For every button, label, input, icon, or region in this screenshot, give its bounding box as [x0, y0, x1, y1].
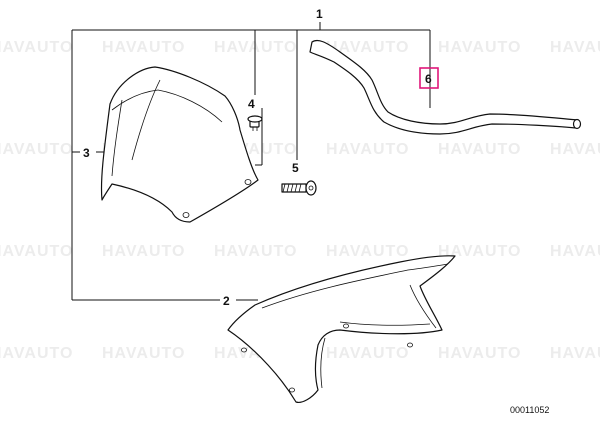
callout-2[interactable]: 2	[223, 294, 230, 308]
watermark-text: HAVAUTO	[326, 39, 409, 56]
watermark-text: HAVAUTO	[0, 345, 73, 362]
watermark-text: HAVAUTO	[326, 141, 409, 158]
watermark-text: HAVAUTO	[0, 243, 73, 260]
watermark-text: HAVAUTO	[102, 345, 185, 362]
watermark-text: HAVAUTO	[102, 39, 185, 56]
watermark-text: HAVAUTO	[214, 243, 297, 260]
watermark-text: HAVAUTO	[550, 141, 600, 158]
windscreen-small	[100, 66, 259, 223]
watermark-text: HAVAUTO	[438, 39, 521, 56]
watermark-text: HAVAUTO	[438, 141, 521, 158]
reference-number: 00011052	[510, 405, 549, 415]
screw-part-4	[247, 115, 263, 131]
watermark-text: HAVAUTO	[438, 243, 521, 260]
watermark-text: HAVAUTO	[0, 39, 73, 56]
watermark-text: HAVAUTO	[550, 345, 600, 362]
watermark-text: HAVAUTO	[326, 345, 409, 362]
screw-part-5	[281, 180, 317, 196]
leader-lines	[71, 22, 431, 301]
watermark-text: HAVAUTO	[550, 243, 600, 260]
watermark-text: HAVAUTO	[550, 39, 600, 56]
callout-5[interactable]: 5	[292, 161, 299, 175]
highlight-box	[419, 67, 439, 89]
callout-1[interactable]: 1	[316, 7, 323, 21]
watermark-text: HAVAUTO	[0, 141, 73, 158]
fairing-part-2	[227, 255, 456, 403]
watermark-text: HAVAUTO	[326, 243, 409, 260]
callout-3[interactable]: 3	[83, 146, 90, 160]
watermark-text: HAVAUTO	[102, 243, 185, 260]
handlebar-part-6	[309, 39, 582, 135]
watermark-text: HAVAUTO	[438, 345, 521, 362]
watermark-text: HAVAUTO	[214, 39, 297, 56]
callout-6[interactable]: 6	[425, 72, 432, 86]
callout-4[interactable]: 4	[248, 97, 255, 111]
